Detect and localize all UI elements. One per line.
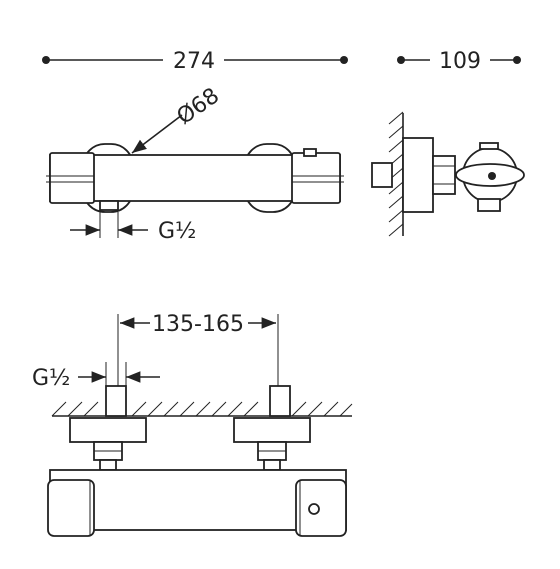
top-view	[47, 385, 353, 537]
front-view	[46, 143, 344, 213]
overall-depth-label: 109	[439, 49, 481, 74]
dimension-thread-top: G½	[70, 212, 196, 244]
dimension-thread-bottom: G½	[32, 362, 160, 392]
center-distance-label: 135-165	[152, 312, 244, 337]
diameter-label: Ø68	[173, 83, 224, 129]
dimension-diameter: Ø68	[131, 83, 224, 154]
dimension-overall-width: 274	[42, 49, 348, 74]
thread-bottom-label: G½	[32, 366, 70, 391]
thread-top-label: G½	[158, 219, 196, 244]
overall-width-label: 274	[173, 49, 215, 74]
dimension-center-distance: 135-165	[117, 312, 279, 392]
side-view	[371, 111, 525, 237]
dimension-overall-depth: 109	[397, 49, 521, 74]
